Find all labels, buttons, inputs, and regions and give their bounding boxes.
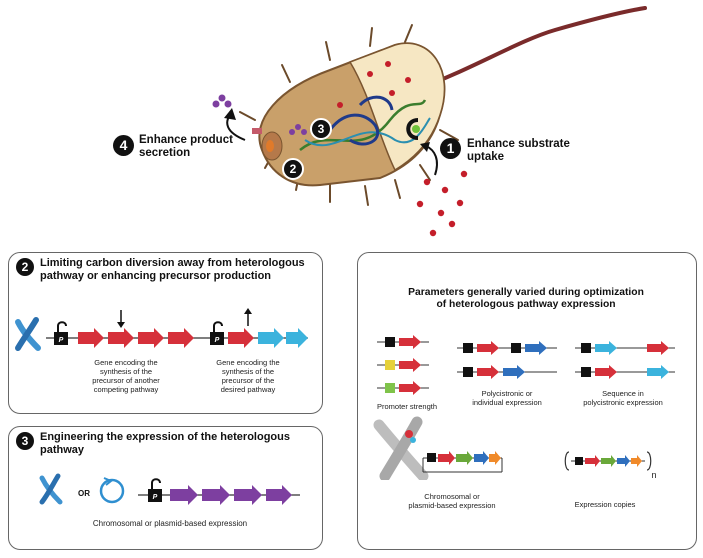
desired-genes bbox=[228, 328, 308, 348]
product-molecule bbox=[212, 94, 232, 108]
right-panel-title: Parameters generally varied during optim… bbox=[408, 287, 644, 310]
chromosome-plasmid-construct bbox=[373, 416, 503, 480]
svg-text:P: P bbox=[59, 337, 64, 344]
optimization-diagram bbox=[373, 335, 675, 480]
panel-3-title: Engineering the expression of the hetero… bbox=[40, 431, 290, 456]
panel-2-badge: 2 bbox=[16, 258, 34, 276]
bacterium-illustration bbox=[212, 6, 647, 237]
chromosome-icon bbox=[15, 317, 41, 351]
polycistronic-constructs bbox=[457, 341, 557, 379]
expression-copies-construct bbox=[564, 451, 652, 471]
up-regulation-arrow bbox=[244, 308, 252, 326]
expression-copies-label: Expression copies bbox=[574, 500, 636, 509]
plasmid-icon bbox=[99, 477, 125, 504]
copies-subscript-n: n bbox=[651, 470, 657, 480]
svg-text:P: P bbox=[215, 337, 220, 344]
promoter-icon-2: P bbox=[210, 321, 224, 345]
cell-body bbox=[252, 42, 446, 187]
down-regulation-arrow bbox=[117, 310, 125, 328]
cell-badge-3: 3 bbox=[310, 118, 332, 140]
panel-3-caption: Chromosomal or plasmid-based expression bbox=[92, 519, 248, 528]
panel-3-gene-diagram: OR P bbox=[39, 473, 300, 505]
panel-heterologous-expression bbox=[8, 426, 323, 550]
panel-3-badge: 3 bbox=[16, 432, 34, 450]
panel-2-title: Limiting carbon diversion away from hete… bbox=[40, 257, 305, 282]
heterologous-genes bbox=[170, 485, 292, 505]
chromosome-icon-2 bbox=[39, 473, 63, 505]
or-label: OR bbox=[78, 489, 90, 498]
promoter-icon: P bbox=[54, 321, 68, 345]
promoter-icon-3: P bbox=[148, 478, 162, 502]
competing-genes bbox=[78, 328, 194, 348]
substrate-molecules bbox=[416, 170, 468, 237]
sequence-constructs bbox=[575, 341, 675, 379]
svg-text:P: P bbox=[153, 494, 158, 501]
promoter-strength-label: Promoter strength bbox=[376, 402, 438, 411]
step-4-badge: 4 bbox=[113, 135, 134, 156]
step-1-badge: 1 bbox=[440, 138, 461, 159]
panel-optimization-parameters bbox=[357, 252, 697, 550]
panel-2-gene-diagram: P P bbox=[15, 308, 308, 351]
promoter-strength-constructs bbox=[377, 335, 429, 395]
cell-badge-2: 2 bbox=[282, 158, 304, 180]
